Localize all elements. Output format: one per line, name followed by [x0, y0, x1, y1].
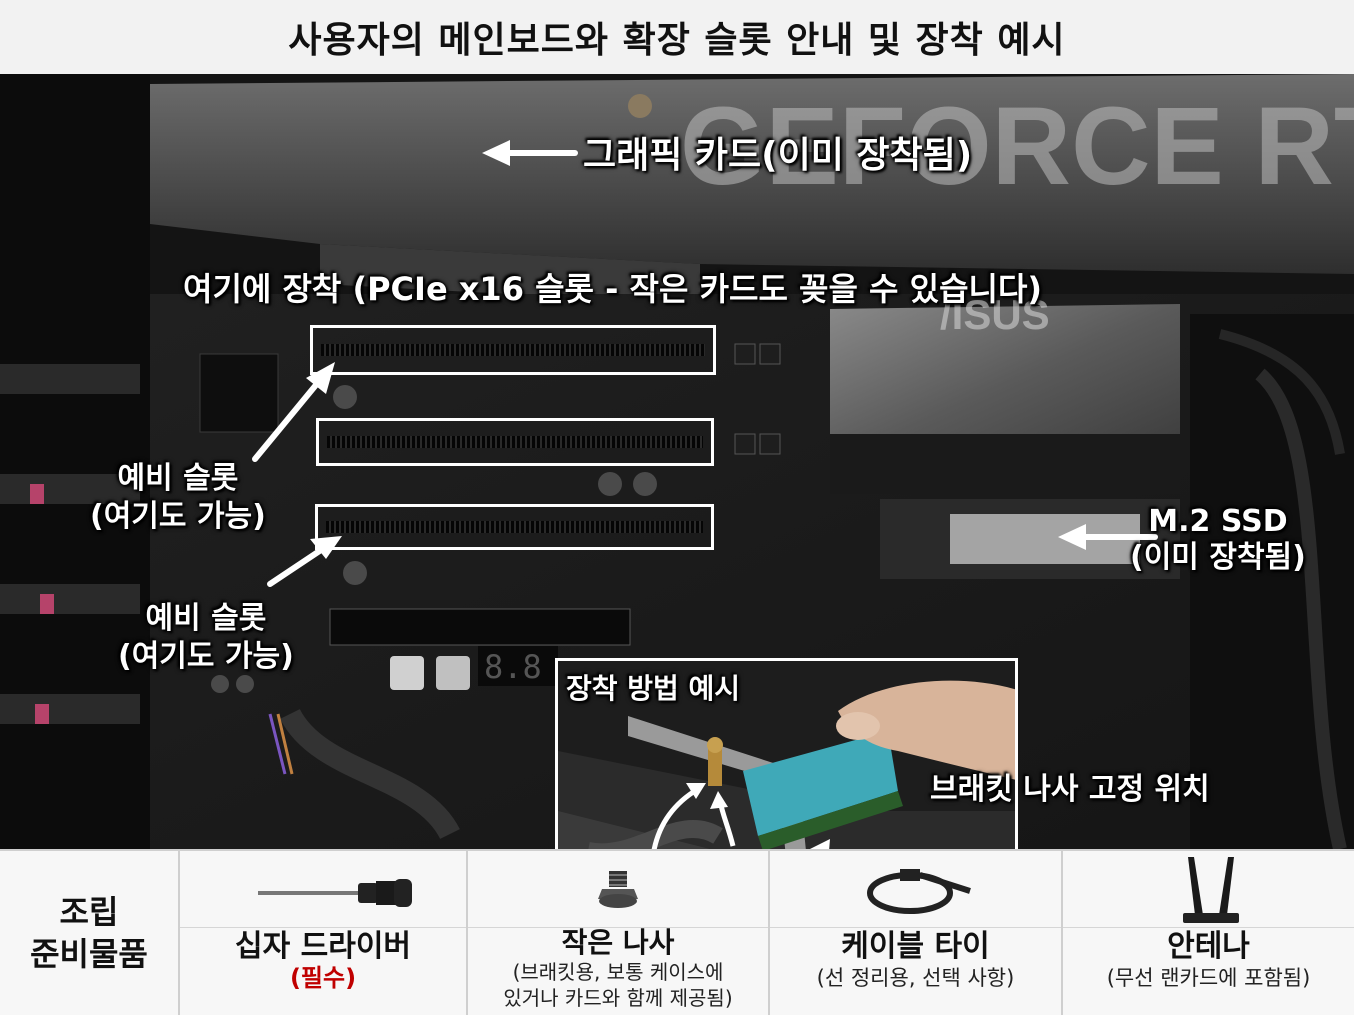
motherboard-illustration: GEFORCE RTX /ISUS 8.8 — [0, 74, 1354, 849]
supply-item-screwdriver-icon-area — [180, 851, 466, 928]
screwdriver-icon — [258, 879, 412, 907]
supply-item-screw-text: 작은 나사 (브래킷용, 보통 케이스에 있거나 카드와 함께 제공됨) — [468, 927, 768, 1011]
page-title: 사용자의 메인보드와 확장 슬롯 안내 및 장착 예시 — [288, 20, 1066, 61]
supply-item-screw-note-line1: (브래킷용, 보통 케이스에 — [512, 960, 724, 984]
supplies-section-label-line2: 준비물품 — [30, 935, 148, 973]
pcie-spare-slot-lower — [315, 504, 714, 550]
supply-item-screwdriver-name: 십자 드라이버 — [234, 929, 412, 964]
supply-item-screw: 작은 나사 (브래킷용, 보통 케이스에 있거나 카드와 함께 제공됨) — [466, 851, 768, 1015]
supply-item-screwdriver-text: 십자 드라이버 (필수) — [180, 929, 466, 991]
supply-item-cable-tie-text: 케이블 타이 (선 정리용, 선택 사항) — [770, 929, 1061, 991]
supply-item-antenna-text: 안테나 (무선 랜카드에 포함됨) — [1063, 929, 1354, 991]
supply-item-cable-tie-icon-area — [770, 851, 1061, 928]
gpu-brand-text: GEFORCE RTX — [680, 85, 1354, 208]
cable-tie-icon — [867, 869, 971, 914]
supply-item-cable-tie-note: (선 정리용, 선택 사항) — [816, 966, 1015, 990]
spare-slot-label-1-line2: (여기도 가능) — [90, 499, 266, 534]
spare-slot-label-1-line1: 예비 슬롯 — [117, 461, 239, 496]
supply-item-screw-icon-area — [468, 851, 768, 928]
supply-item-antenna-name: 안테나 — [1167, 929, 1250, 964]
graphics-card-label: 그래픽 카드(이미 장착됨) — [583, 135, 973, 176]
bracket-screw-label: 브래킷 나사 고정 위치 — [930, 772, 1210, 807]
supply-item-screw-name: 작은 나사 — [561, 926, 675, 959]
supply-item-screwdriver-note: (필수) — [289, 964, 357, 992]
supply-item-antenna: 안테나 (무선 랜카드에 포함됨) — [1061, 851, 1354, 1015]
supply-item-antenna-note: (무선 랜카드에 포함됨) — [1106, 966, 1311, 990]
spare-slot-label-2-line1: 예비 슬롯 — [145, 601, 267, 636]
supplies-section-label-line1: 조립 — [59, 893, 119, 931]
supply-item-screw-note-line2: 있거나 카드와 함께 제공됨) — [503, 986, 733, 1010]
supplies-section: 조립 준비물품 십자 드라이버 (필수) — [0, 849, 1354, 1015]
motherboard-photo: GEFORCE RTX /ISUS 8.8 — [0, 74, 1354, 849]
pcie-x16-slot-target — [310, 325, 716, 375]
install-example-inset: 장착 방법 예시 — [555, 658, 1018, 849]
screw-icon — [598, 871, 638, 908]
m2-ssd-label: M.2 SSD (이미 장착됨) — [1130, 504, 1306, 576]
antenna-icon — [1183, 857, 1239, 923]
spare-slot-label-1: 예비 슬롯 (여기도 가능) — [90, 460, 266, 536]
install-example-illustration — [558, 661, 1015, 849]
inset-title: 장착 방법 예시 — [566, 672, 741, 705]
supply-item-cable-tie: 케이블 타이 (선 정리용, 선택 사항) — [768, 851, 1061, 1015]
supply-item-cable-tie-name: 케이블 타이 — [841, 929, 990, 964]
supply-item-screwdriver: 십자 드라이버 (필수) — [178, 851, 466, 1015]
board-brand-text: /ISUS — [940, 291, 1050, 338]
supply-item-antenna-icon-area — [1063, 851, 1354, 928]
m2-ssd-label-line1: M.2 SSD — [1148, 504, 1288, 539]
pcie-spare-slot-middle — [316, 418, 714, 466]
spare-slot-label-2: 예비 슬롯 (여기도 가능) — [118, 600, 294, 676]
title-bar: 사용자의 메인보드와 확장 슬롯 안내 및 장착 예시 — [0, 0, 1354, 74]
spare-slot-label-2-line2: (여기도 가능) — [118, 639, 294, 674]
debug-led-display: 8.8 — [484, 648, 542, 686]
m2-ssd-label-line2: (이미 장착됨) — [1130, 540, 1306, 575]
install-here-label: 여기에 장착 (PCIe x16 슬롯 - 작은 카드도 꽂을 수 있습니다) — [183, 270, 1043, 308]
supplies-section-label: 조립 준비물품 — [0, 851, 178, 1015]
